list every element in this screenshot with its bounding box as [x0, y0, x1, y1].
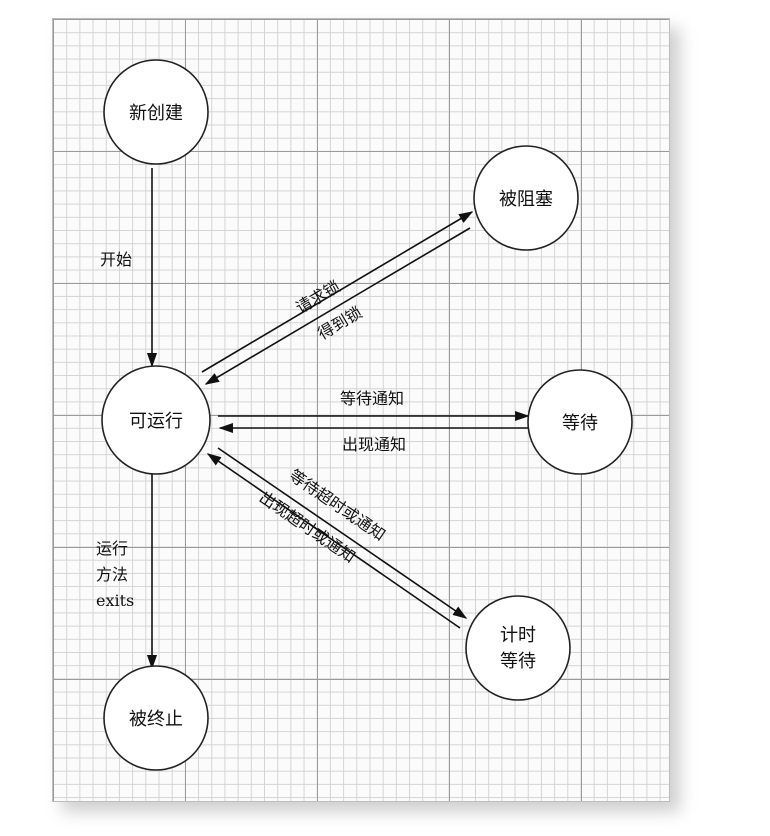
node-timed-waiting-label-line1: 计时 [500, 625, 536, 646]
label-request-lock: 请求锁 [292, 277, 343, 318]
edges [146, 168, 530, 670]
edge-runnable-to-blocked [201, 211, 474, 373]
node-new-label: 新创建 [129, 103, 183, 124]
label-start: 开始 [100, 250, 132, 269]
node-timed-waiting-label-line2: 等待 [500, 651, 536, 672]
node-runnable: 可运行 [101, 365, 211, 475]
node-blocked-circle [473, 145, 579, 251]
node-waiting-circle [527, 369, 633, 475]
label-acquire-lock: 得到锁 [314, 303, 365, 344]
node-terminated: 被终止 [103, 665, 209, 771]
edge-runnable-to-timed-waiting [217, 447, 468, 619]
label-run-exits-line2: 方法 [96, 565, 128, 584]
node-terminated-label: 被终止 [129, 709, 183, 730]
node-waiting-label: 等待 [562, 413, 598, 434]
label-run-exits-line3: exits [96, 591, 134, 610]
node-timed-waiting-circle [465, 595, 571, 701]
node-new: 新创建 [103, 59, 209, 165]
node-runnable-label: 可运行 [129, 411, 183, 432]
edge-timed-waiting-to-runnable [206, 453, 461, 629]
node-blocked-label: 被阻塞 [499, 189, 553, 210]
node-runnable-circle [101, 365, 211, 475]
label-run-exits-line1: 运行 [96, 539, 128, 558]
node-terminated-circle [103, 665, 209, 771]
edge-blocked-to-runnable [204, 227, 471, 385]
node-waiting: 等待 [527, 369, 633, 475]
label-notify-occurs: 出现通知 [342, 435, 406, 454]
node-new-circle [103, 59, 209, 165]
node-blocked: 被阻塞 [473, 145, 579, 251]
node-timed-waiting: 计时 等待 [465, 595, 571, 701]
label-wait-notify: 等待通知 [340, 389, 404, 408]
